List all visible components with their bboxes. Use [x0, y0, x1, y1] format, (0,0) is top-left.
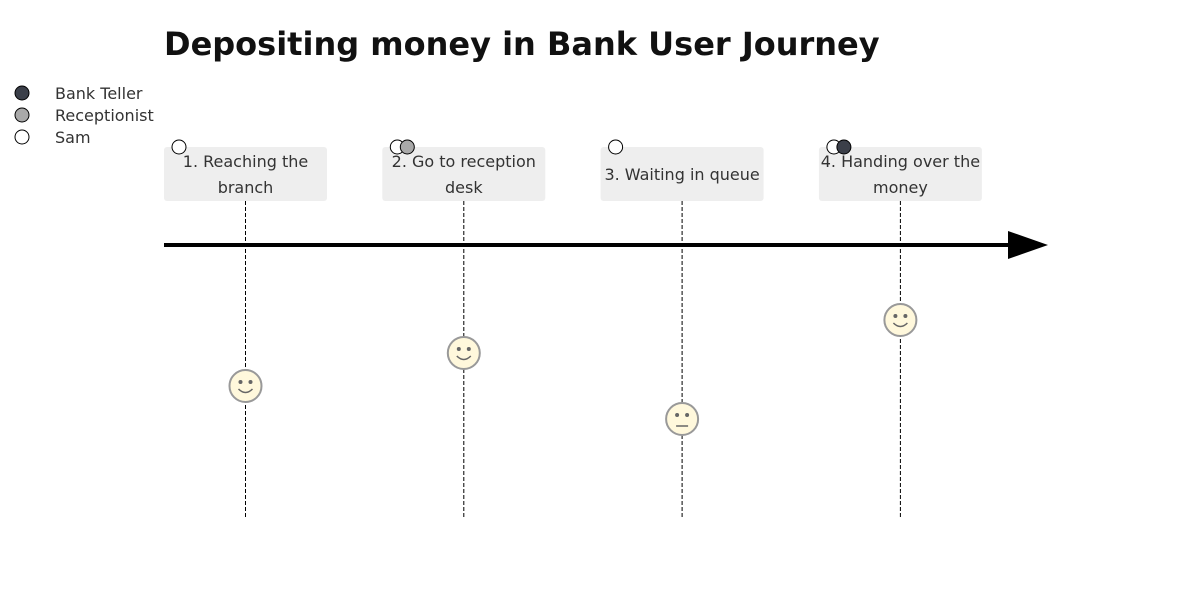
legend-actor-marker	[14, 85, 30, 101]
legend-actor-label: Receptionist	[55, 106, 154, 125]
task-actor-marker	[171, 139, 187, 155]
smiley-face-icon	[446, 336, 481, 370]
task-box	[164, 147, 327, 201]
task-label: desk	[445, 178, 483, 197]
task-group: 4. Handing over the money	[818, 139, 982, 518]
legend-actor-marker	[14, 107, 30, 123]
smiley-face-icon	[883, 303, 918, 337]
task-group: 2. Go to reception desk	[382, 139, 546, 518]
task-label: 1. Reaching the	[183, 152, 308, 171]
diagram-title: Depositing money in Bank User Journey	[164, 25, 880, 63]
task-box	[600, 147, 764, 201]
task-actor-marker	[836, 139, 852, 155]
task-label: 4. Handing over the	[821, 152, 980, 171]
task-group: 3. Waiting in queue	[600, 139, 764, 518]
task-actor-marker	[399, 139, 415, 155]
task-label: 3. Waiting in queue	[604, 165, 759, 184]
legend-actor-marker	[14, 129, 30, 145]
neutral-face-icon	[665, 402, 700, 436]
legend-actor-label: Sam	[55, 128, 91, 147]
task-actor-marker	[608, 139, 624, 155]
task-box	[818, 147, 982, 201]
task-label: money	[873, 178, 928, 197]
task-label: branch	[218, 178, 274, 197]
legend-actor-label: Bank Teller	[55, 84, 143, 103]
task-sections: 1. Reaching the branch 2. Go to reception d…	[164, 139, 982, 518]
task-group: 1. Reaching the branch	[164, 139, 327, 518]
smiley-face-icon	[228, 369, 263, 403]
task-box	[382, 147, 546, 201]
task-label: 2. Go to reception	[392, 152, 536, 171]
